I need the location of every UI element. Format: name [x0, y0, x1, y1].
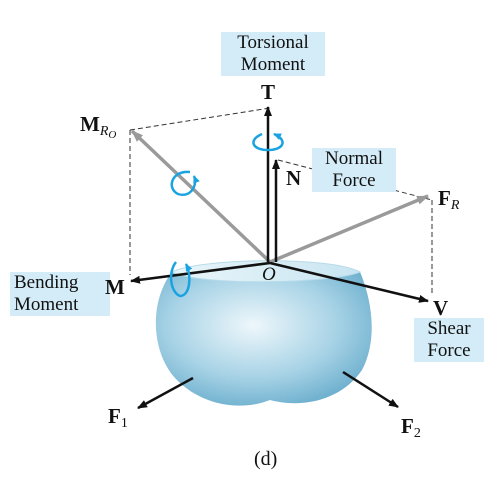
torsional-moment-label: Torsional Moment [221, 32, 325, 76]
resultant-moment-symbol: MRO [80, 112, 117, 141]
origin-label: O [262, 264, 276, 285]
normal-force-symbol: N [286, 166, 302, 190]
shear-force-label: Shear Force [414, 318, 484, 362]
resultant-moment-arrow [130, 129, 272, 264]
section-surface [170, 260, 362, 283]
resultant-moment-rotation-icon [170, 170, 200, 197]
applied-force-1-symbol: F1 [108, 404, 128, 431]
bending-moment-symbol: M [105, 275, 125, 299]
bending-moment-arrow [130, 261, 271, 284]
resultant-force-arrow [269, 194, 429, 264]
torsion-symbol: T [261, 80, 276, 104]
figure-caption: (d) [254, 448, 278, 470]
applied-force-2-symbol: F2 [401, 414, 421, 441]
resultant-force-symbol: FR [438, 186, 460, 213]
bending-moment-label: Bending Moment [10, 272, 110, 316]
applied-force-2-arrow [342, 370, 399, 409]
construction-lines [129, 107, 433, 296]
bending-rotation-icon [169, 261, 193, 298]
applied-force-1-arrow [137, 376, 194, 410]
sectioned-body [155, 272, 372, 406]
normal-force-label: Normal Force [312, 148, 396, 192]
shear-force-arrow [269, 261, 429, 303]
shear-force-symbol: V [433, 296, 449, 320]
torsion-rotation-icon [252, 132, 284, 152]
